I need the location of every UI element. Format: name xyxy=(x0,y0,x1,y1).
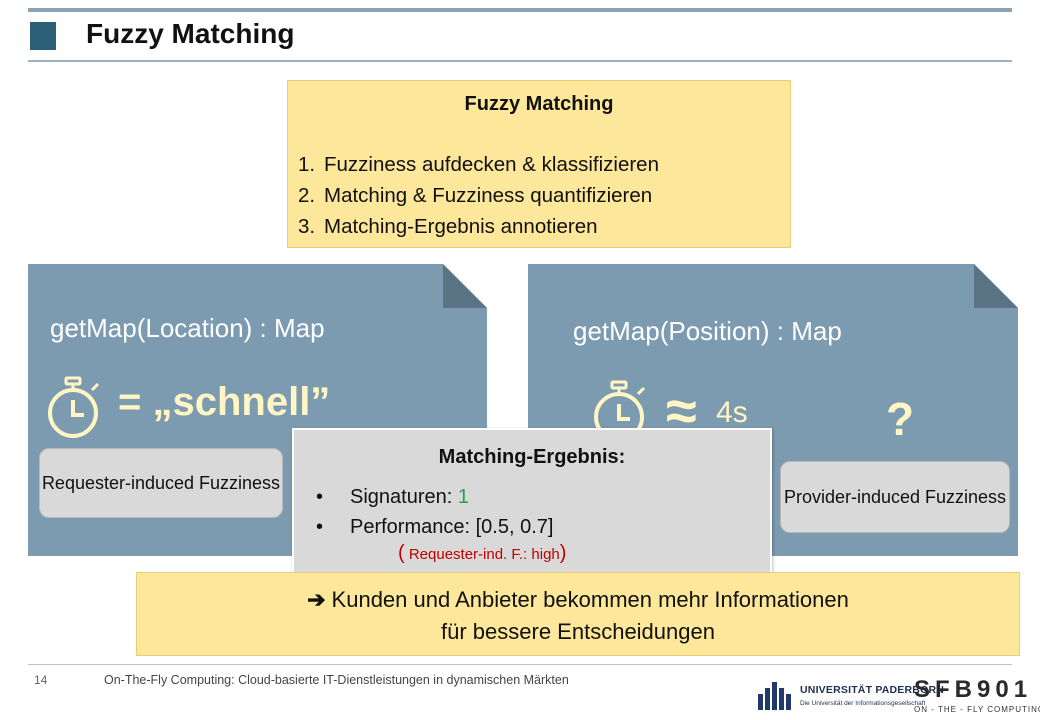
conclusion-line-1: ➔Kunden und Anbieter bekommen mehr Infor… xyxy=(307,587,849,612)
arrow-right-icon: ➔ xyxy=(307,587,326,612)
university-name: UNIVERSITÄT PADERBORN xyxy=(800,684,945,696)
steps-box-title: Fuzzy Matching xyxy=(464,93,614,115)
step-text: Matching & Fuzziness quantifizieren xyxy=(324,184,653,207)
university-logo-icon xyxy=(758,682,791,710)
fuzziness-annotation: ( Requester-ind. F.: high) xyxy=(398,542,567,564)
header-top-rule xyxy=(28,8,1012,12)
sfb-logo: SFB901 xyxy=(914,676,1033,703)
approx-performance-value: 4s xyxy=(716,396,748,429)
bullet-icon: • xyxy=(316,516,324,538)
step-text: Fuzziness aufdecken & klassifizieren xyxy=(324,153,659,176)
requester-signature: getMap(Location) : Map xyxy=(50,313,325,343)
matching-result-box: Matching-Ergebnis: •Signaturen: 1 •Perfo… xyxy=(292,428,772,586)
footer-rule xyxy=(28,664,1012,665)
card-fold-corner xyxy=(443,264,487,308)
step-text: Matching-Ergebnis annotieren xyxy=(324,215,598,238)
fuzziness-level: high xyxy=(531,546,560,563)
footer-text: On-The-Fly Computing: Cloud-basierte IT-… xyxy=(104,673,569,687)
step-item: 1.Fuzziness aufdecken & klassifizieren xyxy=(298,153,659,176)
provider-signature: getMap(Position) : Map xyxy=(573,316,842,346)
step-item: 2.Matching & Fuzziness quantifizieren xyxy=(298,184,653,207)
page-number: 14 xyxy=(34,673,48,687)
sfb-tagline: ON - THE - FLY COMPUTING xyxy=(914,705,1040,714)
unknown-fuzziness-icon: ? xyxy=(886,393,915,445)
result-item-performance: •Performance: [0.5, 0.7] xyxy=(316,512,553,542)
bullet-icon: • xyxy=(316,486,324,508)
page-title: Fuzzy Matching xyxy=(86,18,295,49)
matching-result-title: Matching-Ergebnis: xyxy=(438,446,626,468)
step-item: 3.Matching-Ergebnis annotieren xyxy=(298,215,598,238)
signatures-score: 1 xyxy=(457,486,469,508)
conclusion-line-2: für bessere Entscheidungen xyxy=(441,619,715,644)
conclusion-box: ➔Kunden und Anbieter bekommen mehr Infor… xyxy=(136,572,1020,656)
stopwatch-icon xyxy=(48,376,100,438)
matching-result-list: •Signaturen: 1 •Performance: [0.5, 0.7] xyxy=(316,482,553,542)
requester-fuzziness-label: Requester-induced Fuzziness xyxy=(39,448,283,518)
provider-fuzziness-label: Provider-induced Fuzziness xyxy=(780,461,1010,533)
result-item-signatures: •Signaturen: 1 xyxy=(316,482,553,512)
requester-performance-text: = „schnell” xyxy=(118,380,331,424)
steps-list: 1.Fuzziness aufdecken & klassifizieren 2… xyxy=(298,149,659,242)
university-tagline: Die Universität der Informationsgesellsc… xyxy=(800,700,926,707)
card-fold-corner xyxy=(974,264,1018,308)
fuzzy-matching-steps-box: Fuzzy Matching 1.Fuzziness aufdecken & k… xyxy=(287,80,791,248)
title-marker-square xyxy=(30,22,56,50)
title-underline-rule xyxy=(28,60,1012,62)
